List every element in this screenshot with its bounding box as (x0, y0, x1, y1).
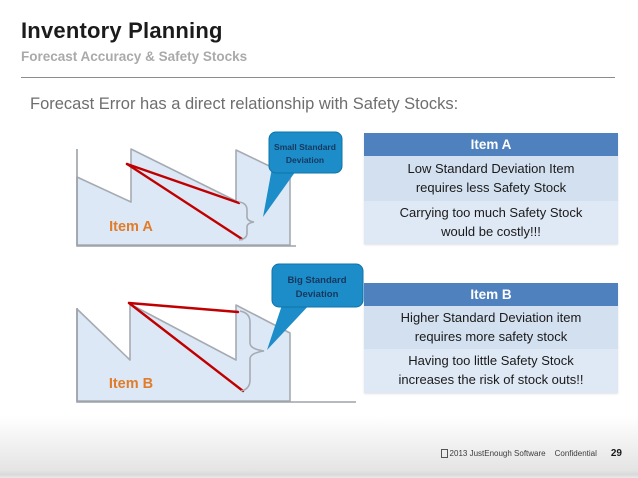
footer-confidential: Confidential (554, 449, 597, 458)
table-cell-line: Carrying too much Safety Stock (399, 204, 583, 220)
item-b-chart: Big Standard Deviation Item B (76, 263, 364, 403)
item-a-table-header: Item A (364, 133, 618, 156)
page-number: 29 (610, 448, 622, 459)
range-brace (239, 310, 265, 392)
table-row: Low Standard Deviation Item requires les… (364, 156, 618, 201)
copyright-glyph (440, 449, 448, 458)
deviation-line-upper (125, 162, 241, 205)
callout-bubble (271, 263, 364, 308)
table-cell-line: increases the risk of stock outs!! (398, 372, 584, 387)
table-cell-line: requires less Safety Stock (415, 179, 567, 195)
item-a-table: Item A Low Standard Deviation Item requi… (364, 133, 618, 244)
table-cell-line: requires more safety stock (414, 328, 568, 344)
callout-text-line1: Big Standard (287, 275, 346, 286)
item-b-table-header: Item B (364, 283, 618, 306)
table-cell-line: would be costly!!! (441, 223, 541, 239)
item-a-chart: Small Standard Deviation Item A (76, 131, 343, 247)
inventory-sawtooth-area (76, 303, 291, 402)
table-cell-line: Having too little Safety Stock (408, 353, 574, 369)
page-subtitle: Forecast Accuracy & Safety Stocks (21, 49, 248, 64)
callout-text-line1: Small Standard (274, 142, 336, 152)
chart-axes (76, 308, 356, 403)
footer-copyright: 2013 JustEnough Software (449, 449, 546, 458)
table-cell-line: Low Standard Deviation Item (407, 160, 575, 176)
table-row: Having too little Safety Stock increases… (364, 349, 618, 393)
range-brace (238, 201, 255, 241)
item-b-label: Item B (109, 376, 153, 392)
item-b-table: Item B Higher Standard Deviation item re… (364, 283, 618, 393)
table-cell-line: Higher Standard Deviation item (400, 309, 582, 325)
item-a-label: Item A (109, 219, 153, 235)
table-row: Higher Standard Deviation item requires … (364, 306, 618, 349)
table-row: Carrying too much Safety Stock would be … (364, 201, 618, 244)
footer: 2013 JustEnough Software Confidential 29 (440, 448, 622, 459)
deviation-line-lower (127, 301, 245, 393)
callout-text-line2: Deviation (296, 289, 339, 300)
inventory-sawtooth-area (76, 148, 291, 246)
callout-tail (263, 168, 298, 217)
bottom-gradient (0, 416, 638, 478)
callout-bubble (268, 131, 343, 174)
deviation-line-lower (125, 162, 244, 241)
header-divider (21, 77, 615, 78)
page-title: Inventory Planning (21, 18, 223, 43)
callout-text-line2: Deviation (286, 155, 324, 165)
body-heading: Forecast Error has a direct relationship… (30, 95, 459, 113)
chart-axes (76, 149, 296, 247)
callout-tail (267, 302, 312, 350)
deviation-line-upper (127, 301, 240, 314)
